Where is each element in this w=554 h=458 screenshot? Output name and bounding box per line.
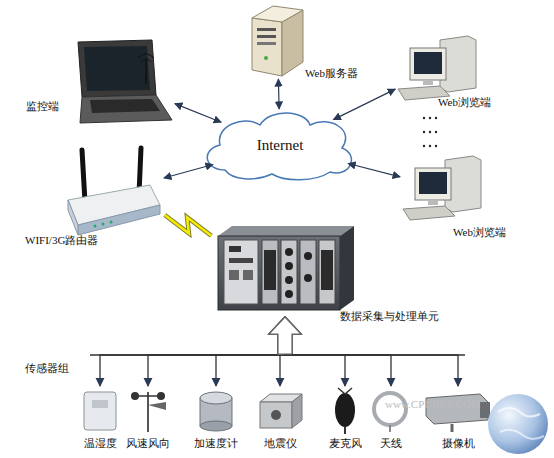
- node-label: Web浏览端: [438, 96, 491, 109]
- router-icon: [68, 148, 160, 235]
- hollow-up-arrow: [269, 317, 301, 354]
- bus-connector: [280, 317, 285, 386]
- node-label: 摄像机: [442, 437, 475, 450]
- cloud-label: Internet: [205, 136, 355, 154]
- connector: [100, 317, 301, 386]
- node-label: 天线: [380, 437, 402, 450]
- desktop-pc-icon: [403, 156, 481, 220]
- bus-connector: [148, 317, 285, 386]
- connector: [269, 317, 301, 386]
- sensor-node: 加速度计: [198, 388, 234, 434]
- cloud-node: Internet: [205, 112, 355, 180]
- connector: [333, 89, 395, 120]
- network-arrow: [348, 164, 400, 177]
- bus-connector: [285, 317, 345, 386]
- bus-connector: [285, 317, 458, 386]
- node-label: 温湿度: [84, 437, 117, 450]
- connector: [278, 79, 280, 109]
- server-node: Web服务器: [250, 3, 305, 76]
- node-label: 监控端: [26, 100, 59, 113]
- sensor-bus-line: [90, 354, 465, 355]
- seismometer-icon: [260, 394, 302, 428]
- humidity-sensor-icon: [84, 392, 116, 430]
- laptop-icon: [78, 40, 172, 123]
- node-label: 风速风向: [126, 437, 170, 450]
- browser-node: Web浏览端: [403, 156, 483, 220]
- bus-connector: [285, 317, 391, 386]
- node-label: WIFI/3G路由器: [25, 234, 98, 247]
- network-arrow: [278, 79, 280, 109]
- wireless-bolt-outline: [165, 215, 212, 236]
- connector: [164, 165, 213, 179]
- node-label: Web服务器: [305, 67, 358, 80]
- node-label: Web浏览端: [453, 226, 506, 239]
- accelerometer-icon: [200, 392, 232, 431]
- watermark-text: www.CPUBBS.COM: [385, 398, 481, 411]
- anemometer-icon: [131, 392, 166, 432]
- continuation-dots: [423, 117, 437, 147]
- sensor-node: 温湿度: [82, 388, 118, 434]
- sensor-node: 麦克风: [330, 388, 360, 434]
- bus-connector: [216, 317, 285, 386]
- connector: [269, 317, 345, 386]
- hollow-up-arrow: [269, 317, 301, 354]
- daq-unit-node: 数据采集与处理单元: [215, 225, 355, 312]
- connector: [348, 164, 400, 177]
- router-node: WIFI/3G路由器: [65, 148, 161, 236]
- sensor-node: 地震仪: [258, 388, 302, 434]
- connector: [148, 317, 301, 386]
- node-label: 麦克风: [329, 437, 362, 450]
- server-icon: [252, 6, 303, 76]
- laptop-node: 监控端: [68, 40, 172, 123]
- network-arrow: [333, 89, 395, 120]
- bus-connector: [100, 317, 285, 386]
- connector: [216, 317, 301, 386]
- sensor-node: 摄像机: [425, 388, 491, 434]
- connector: [269, 317, 391, 386]
- microphone-icon: [335, 388, 355, 434]
- hollow-up-arrow: [269, 317, 301, 354]
- node-label: 地震仪: [264, 437, 297, 450]
- network-arrow: [164, 165, 213, 179]
- wireless-link: [165, 215, 212, 236]
- node-label: 加速度计: [194, 437, 238, 450]
- wireless-bolt: [165, 215, 212, 236]
- hollow-up-arrow: [269, 317, 301, 354]
- connector: [269, 317, 458, 386]
- network-arrow: [175, 104, 221, 123]
- sensor-node: 风速风向: [128, 388, 168, 434]
- connector: [175, 104, 221, 123]
- hollow-up-arrow: [269, 317, 301, 354]
- hollow-up-arrow: [269, 317, 301, 354]
- hollow-up-arrow: [269, 317, 301, 354]
- daq-chassis-icon: [218, 226, 354, 310]
- sensor-node: 天线: [372, 388, 410, 434]
- globe-decoration: [488, 394, 548, 454]
- desktop-pc-icon: [398, 36, 476, 100]
- group-label: 传感器组: [25, 362, 69, 375]
- node-label: 数据采集与处理单元: [340, 310, 439, 323]
- browser-node: Web浏览端: [398, 36, 478, 100]
